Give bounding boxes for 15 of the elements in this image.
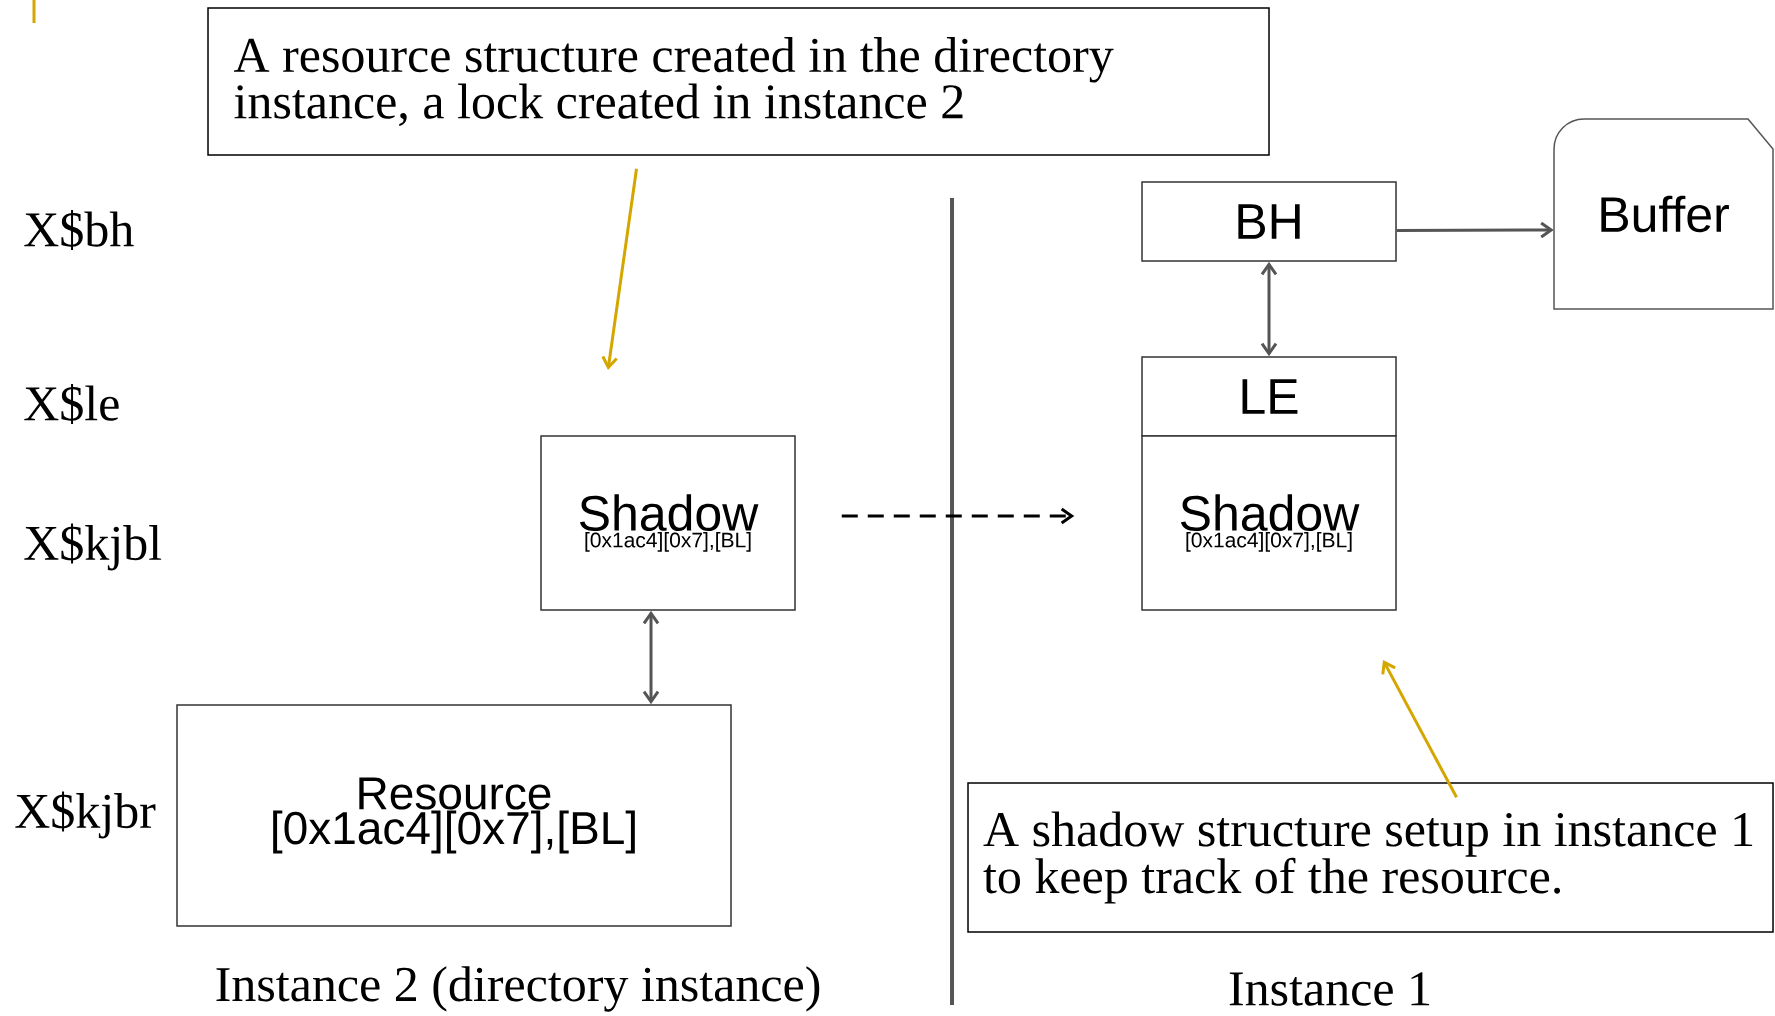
structure-box: BH (1141, 181, 1397, 262)
row-label: X$bh (24, 210, 134, 250)
row-label: X$le (24, 384, 119, 424)
structure-box: LE (1141, 356, 1397, 437)
structure-box: Resource [0x1ac4][0x7],[BL] (176, 704, 732, 927)
arrow (1396, 221, 1554, 239)
structure-box: Shadow [0x1ac4][0x7],[BL] (540, 435, 796, 611)
arrow (642, 610, 660, 705)
arrow (1260, 261, 1278, 357)
row-label: X$kjbl (24, 523, 162, 571)
callout-box: A shadow structure setup in instance 1 to keep track of the resource. (967, 782, 1774, 933)
leader-arrow (601, 168, 638, 370)
callout-box: A resource structure created in the directory instance, a lock created in instance 2 (207, 7, 1270, 156)
arrow (841, 507, 1075, 525)
leader-arrow (1381, 660, 1458, 798)
